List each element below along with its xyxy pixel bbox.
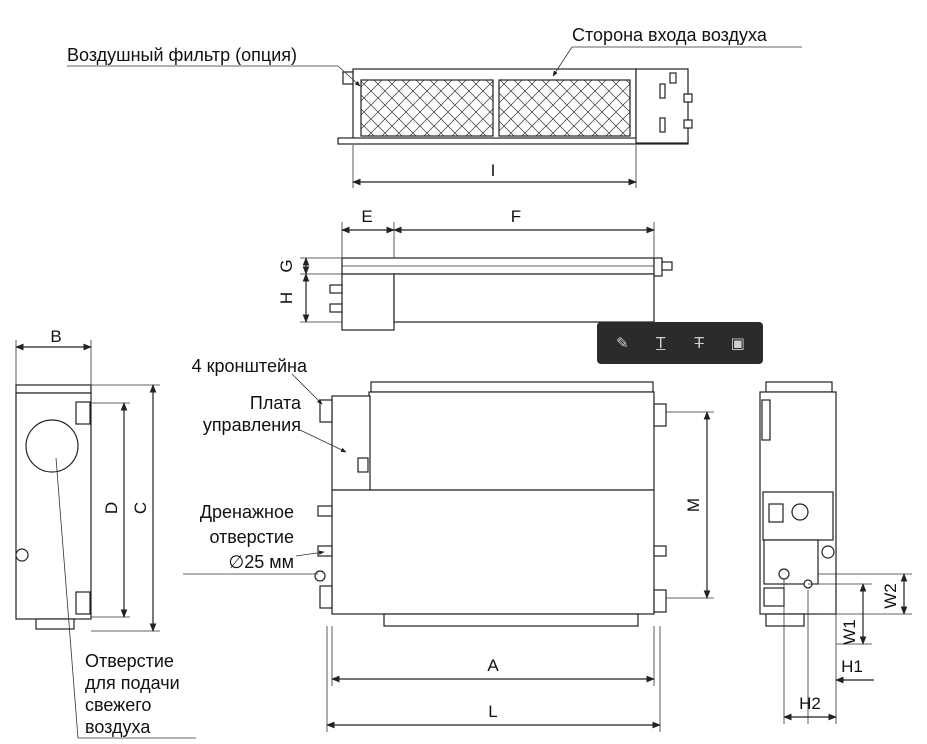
label-control-board-2: управления	[203, 415, 301, 435]
label-drain-1: Дренажное	[200, 502, 294, 522]
dim-B: B	[50, 327, 61, 346]
dim-W1: W1	[840, 619, 859, 645]
dim-W2: W2	[881, 583, 900, 609]
left-end-view	[15, 340, 196, 739]
front-view	[183, 373, 714, 732]
highlight-pen-icon[interactable]: ✎	[615, 334, 629, 352]
label-control-board-1: Плата	[250, 393, 302, 413]
dim-H2: H2	[799, 694, 821, 713]
area-select-icon[interactable]: ▣	[730, 334, 745, 352]
dim-E: E	[361, 207, 372, 226]
label-fresh-air-2: для подачи	[85, 673, 180, 693]
label-brackets: 4 кронштейна	[192, 356, 308, 376]
dim-G: G	[277, 259, 296, 272]
dim-C: C	[131, 502, 150, 514]
label-drain-3: ∅25 мм	[229, 552, 294, 572]
dim-I: I	[491, 161, 496, 180]
label-drain-2: отверстие	[209, 527, 294, 547]
label-air-filter: Воздушный фильтр (опция)	[67, 45, 297, 65]
side-view	[300, 222, 673, 331]
label-fresh-air-1: Отверстие	[85, 651, 174, 671]
annotation-toolbar: ✎ T T ▣	[597, 322, 763, 364]
dim-H: H	[277, 292, 296, 304]
dim-F: F	[511, 207, 521, 226]
strikethrough-text-icon[interactable]: T	[694, 334, 704, 352]
label-air-inlet-side: Сторона входа воздуха	[572, 25, 768, 45]
dim-H1: H1	[841, 657, 863, 676]
dim-M: M	[684, 498, 703, 512]
underline-text-icon[interactable]: T	[656, 334, 666, 352]
dim-D: D	[102, 502, 121, 514]
dim-L: L	[488, 702, 497, 721]
top-view	[337, 68, 693, 188]
label-fresh-air-4: воздуха	[85, 717, 151, 737]
label-fresh-air-3: свежего	[85, 695, 151, 715]
dim-A: A	[487, 656, 499, 675]
right-end-view	[759, 381, 912, 724]
